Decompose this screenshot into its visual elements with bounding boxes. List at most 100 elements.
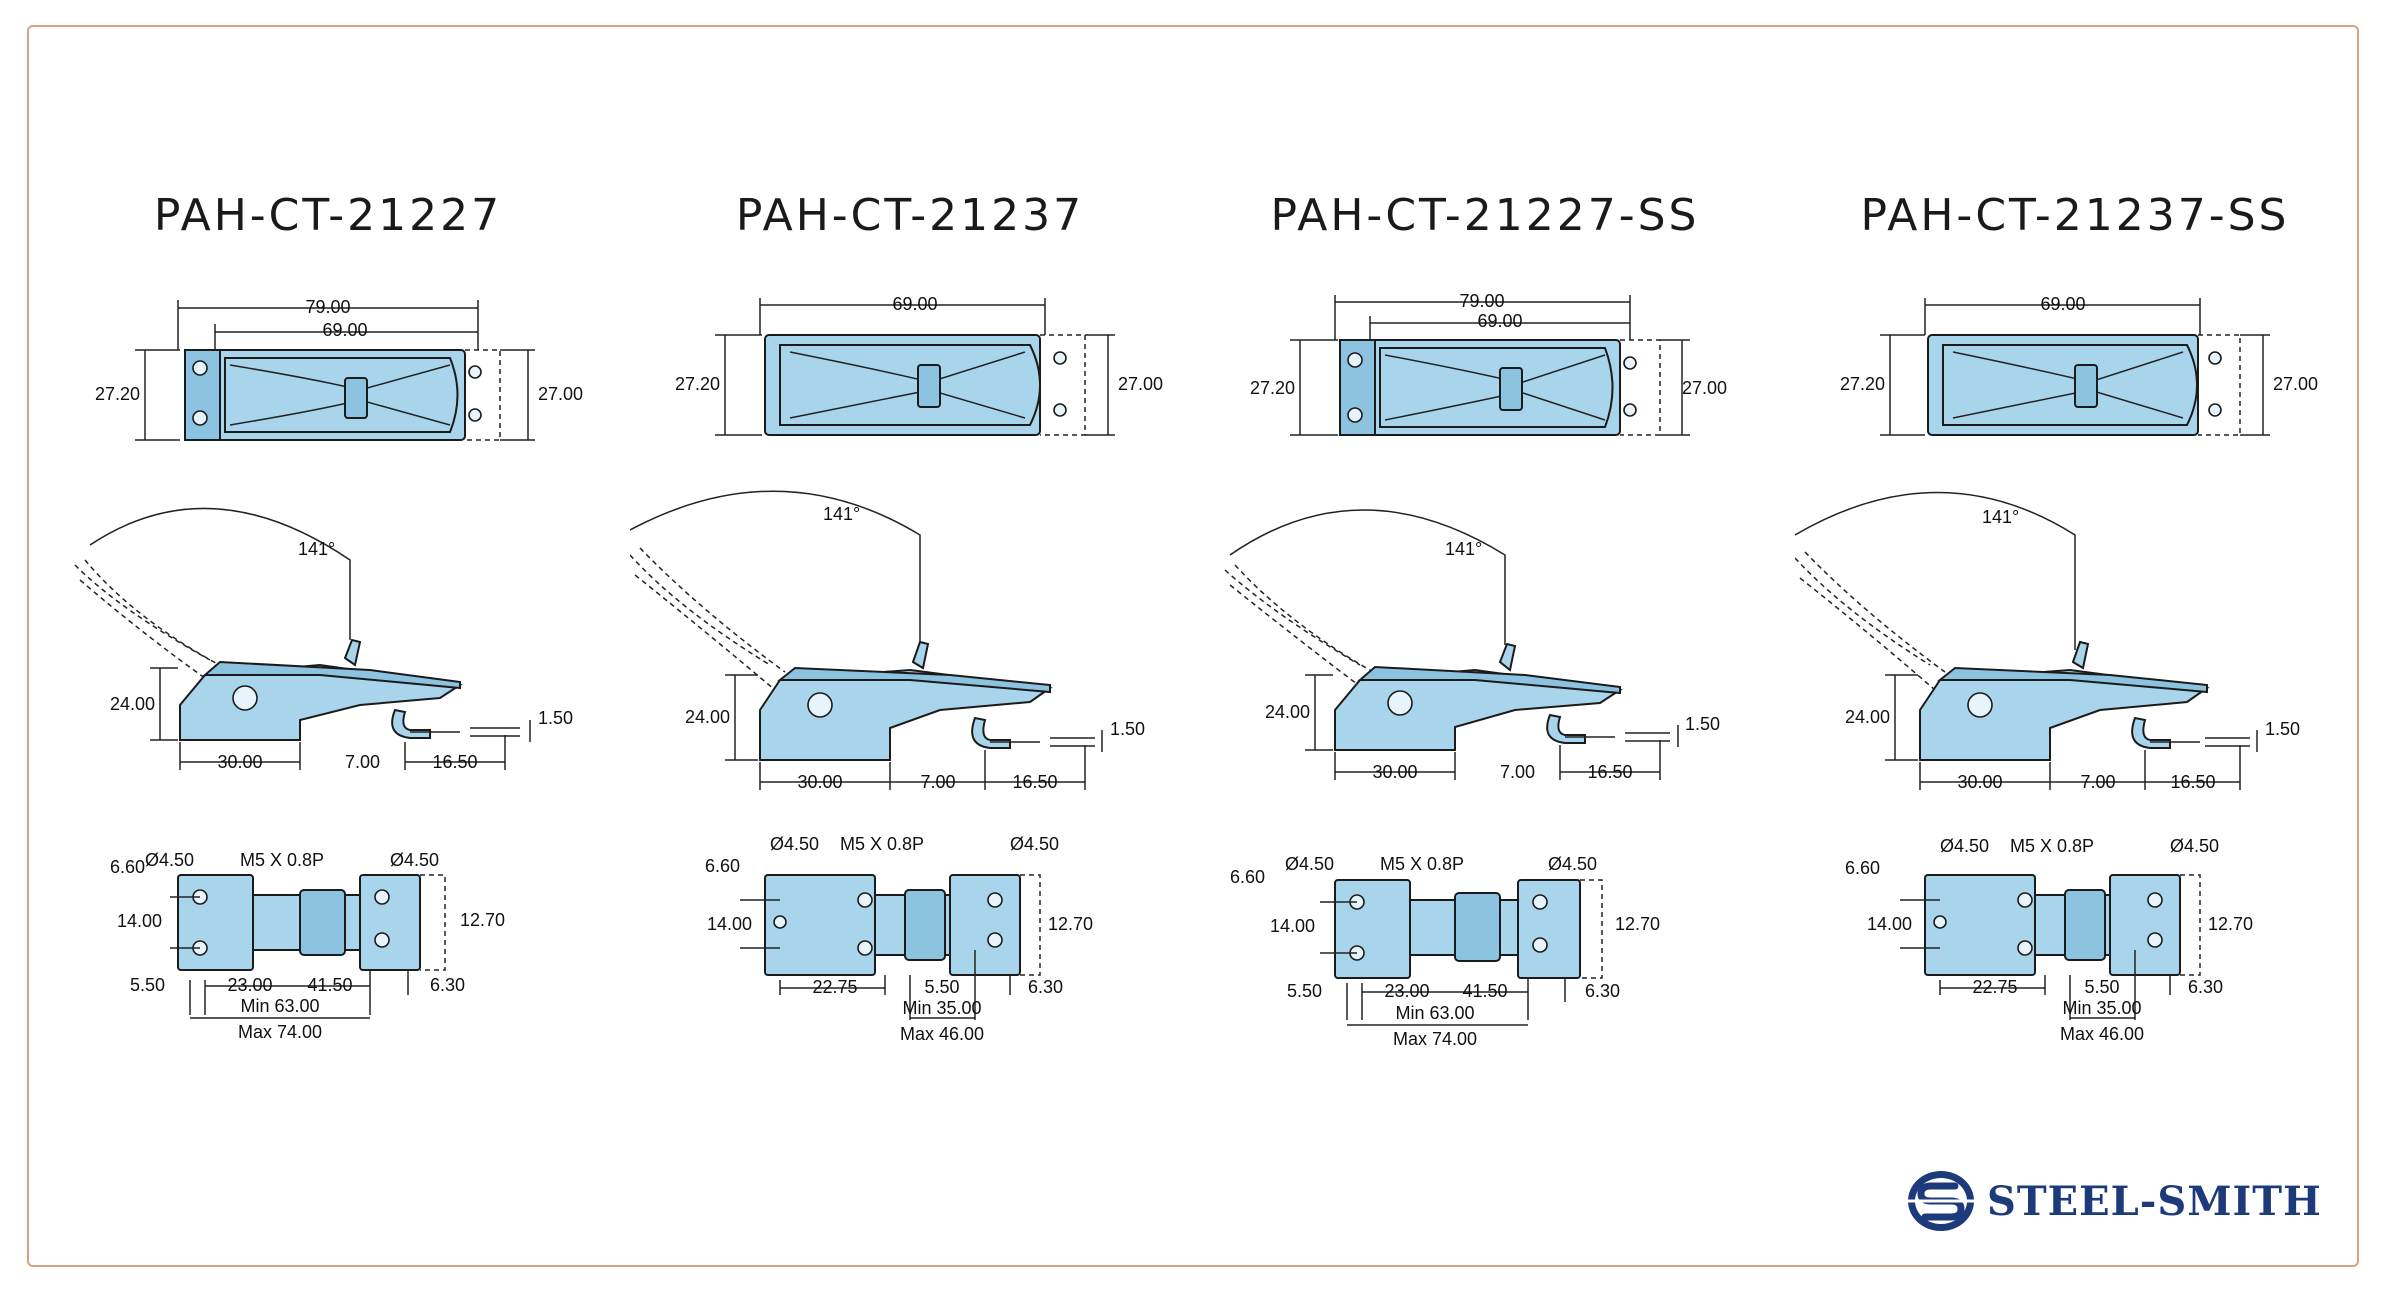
dim-thickness: 1.50 xyxy=(1685,714,1720,734)
dim-overall-width: 79.00 xyxy=(305,297,350,317)
dim-keeper-pitch: 12.70 xyxy=(2208,914,2253,934)
dim-max-length: Max 74.00 xyxy=(238,1022,322,1042)
dim-max-length: Max 74.00 xyxy=(1393,1029,1477,1049)
dim-span-b: 41.50 xyxy=(307,975,352,995)
dim-overall-width: 79.00 xyxy=(1459,291,1504,311)
top-view: 79.00 69.00 27.20 27.00 xyxy=(1250,291,1727,436)
dim-base: 30.00 xyxy=(217,752,262,772)
dim-gap: 7.00 xyxy=(920,772,955,792)
dim-keeper-pitch: 12.70 xyxy=(460,910,505,930)
dim-gap: 7.00 xyxy=(1500,762,1535,782)
dim-height: 24.00 xyxy=(110,694,155,714)
bottom-view: Ø4.50 M5 X 0.8P Ø4.50 6.60 14.00 12.70 2… xyxy=(1845,836,2253,1044)
dim-screw: M5 X 0.8P xyxy=(240,850,324,870)
dim-height: 24.00 xyxy=(1265,702,1310,722)
bottom-view: Ø4.50 M5 X 0.8P Ø4.50 6.60 14.00 12.70 2… xyxy=(705,834,1093,1044)
dim-keeper-edge: 6.30 xyxy=(430,975,465,995)
dim-offset-top: 6.60 xyxy=(1845,858,1880,878)
dim-body-width: 69.00 xyxy=(1477,311,1522,331)
dim-offset-top: 6.60 xyxy=(1230,867,1265,887)
dim-min-length: Min 35.00 xyxy=(902,998,981,1018)
drawing-frame xyxy=(27,25,2359,1267)
dim-span-b: 41.50 xyxy=(1462,981,1507,1001)
bottom-view: Ø4.50 M5 X 0.8P Ø4.50 6.60 14.00 12.70 5… xyxy=(110,850,505,1042)
dim-offset-top: 6.60 xyxy=(705,856,740,876)
variant-title-3: PAH-CT-21227-SS xyxy=(1270,190,1700,241)
dim-span-a: 22.75 xyxy=(1972,977,2017,997)
dim-keeper-edge: 6.30 xyxy=(1028,977,1063,997)
dim-hole-pitch: 14.00 xyxy=(707,914,752,934)
dim-keeper-pitch: 12.70 xyxy=(1048,914,1093,934)
dim-open-angle: 141° xyxy=(823,504,860,524)
dim-open-angle: 141° xyxy=(298,539,335,559)
dim-span-b: 5.50 xyxy=(2084,977,2119,997)
drawing-column-2: 69.00 27.20 27.00 141° 24.00 30.00 7.00 xyxy=(630,290,1190,1140)
dim-gap: 7.00 xyxy=(345,752,380,772)
drawing-column-3: 79.00 69.00 27.20 27.00 141° 24.00 xyxy=(1220,290,1780,1140)
dim-thickness: 1.50 xyxy=(538,708,573,728)
dim-min-length: Min 63.00 xyxy=(1395,1003,1474,1023)
dim-hole-right: Ø4.50 xyxy=(1548,854,1597,874)
dim-span-a: 23.00 xyxy=(227,975,272,995)
dim-left-height: 27.20 xyxy=(675,374,720,394)
dim-left-height: 27.20 xyxy=(1250,378,1295,398)
dim-screw: M5 X 0.8P xyxy=(2010,836,2094,856)
latch-drawing-2: 69.00 27.20 27.00 141° 24.00 30.00 7.00 xyxy=(630,294,1163,1044)
side-view: 141° 24.00 30.00 7.00 16.50 1.50 xyxy=(1795,491,2300,792)
dim-base: 30.00 xyxy=(1957,772,2002,792)
dim-base: 30.00 xyxy=(1372,762,1417,782)
dim-hook: 16.50 xyxy=(2170,772,2215,792)
dim-hole-left: Ø4.50 xyxy=(1940,836,1989,856)
dim-height: 24.00 xyxy=(685,707,730,727)
dim-height: 24.00 xyxy=(1845,707,1890,727)
dim-hole-right: Ø4.50 xyxy=(1010,834,1059,854)
top-view: 79.00 69.00 27.20 27.00 xyxy=(95,297,583,441)
dim-hole-right: Ø4.50 xyxy=(390,850,439,870)
dim-min-length: Min 63.00 xyxy=(240,996,319,1016)
latch-drawing-1: 79.00 69.00 27.20 27.00 141° 24.00 xyxy=(74,297,583,1042)
dim-max-length: Max 46.00 xyxy=(2060,1024,2144,1044)
variant-title-1: PAH-CT-21227 xyxy=(153,190,503,241)
dim-open-angle: 141° xyxy=(1445,539,1482,559)
dim-hole-pitch: 14.00 xyxy=(1867,914,1912,934)
dim-keeper-edge: 6.30 xyxy=(2188,977,2223,997)
latch-drawing-4: 69.00 27.20 27.00 141° 24.00 30.00 7.00 xyxy=(1795,294,2318,1044)
dim-right-height: 27.00 xyxy=(538,384,583,404)
dim-thickness: 1.50 xyxy=(2265,719,2300,739)
dim-thickness: 1.50 xyxy=(1110,719,1145,739)
dim-max-length: Max 46.00 xyxy=(900,1024,984,1044)
dim-left-height: 27.20 xyxy=(95,384,140,404)
top-view: 69.00 27.20 27.00 xyxy=(675,294,1163,436)
dim-hook: 16.50 xyxy=(1587,762,1632,782)
dim-overall-width: 69.00 xyxy=(2040,294,2085,314)
steel-smith-s-logo-icon xyxy=(1907,1171,1975,1231)
dim-offset-top: 6.60 xyxy=(110,857,145,877)
side-view: 141° 24.00 30.00 7.00 16.50 1.50 xyxy=(74,507,573,772)
side-view: 141° 24.00 30.00 7.00 16.50 1.50 xyxy=(630,490,1145,792)
dim-hole-left: Ø4.50 xyxy=(145,850,194,870)
dim-base: 30.00 xyxy=(797,772,842,792)
dim-span-a: 22.75 xyxy=(812,977,857,997)
steel-smith-logo: STEEL-SMITH xyxy=(1905,1168,2322,1234)
dim-body-width: 69.00 xyxy=(322,320,367,340)
dim-hole-pitch: 14.00 xyxy=(1270,916,1315,936)
dim-hole-left: Ø4.50 xyxy=(770,834,819,854)
dim-min-length: Min 35.00 xyxy=(2062,998,2141,1018)
top-view: 69.00 27.20 27.00 xyxy=(1840,294,2318,436)
side-view: 141° 24.00 30.00 7.00 16.50 1.50 xyxy=(1224,509,1720,782)
dim-left-height: 27.20 xyxy=(1840,374,1885,394)
drawing-column-4: 69.00 27.20 27.00 141° 24.00 30.00 7.00 xyxy=(1795,290,2355,1140)
latch-drawing-3: 79.00 69.00 27.20 27.00 141° 24.00 xyxy=(1224,291,1727,1049)
dim-right-height: 27.00 xyxy=(1118,374,1163,394)
dim-keeper-pitch: 12.70 xyxy=(1615,914,1660,934)
bottom-view: Ø4.50 M5 X 0.8P Ø4.50 6.60 14.00 12.70 5… xyxy=(1230,854,1660,1049)
dim-right-height: 27.00 xyxy=(2273,374,2318,394)
dim-span-b: 5.50 xyxy=(924,977,959,997)
brand-name: STEEL-SMITH xyxy=(1987,1177,2322,1225)
dim-span-a: 23.00 xyxy=(1384,981,1429,1001)
dim-keeper-edge: 6.30 xyxy=(1585,981,1620,1001)
dim-hole-right: Ø4.50 xyxy=(2170,836,2219,856)
dim-hole-pitch: 14.00 xyxy=(117,911,162,931)
dim-hook: 16.50 xyxy=(1012,772,1057,792)
dim-gap: 7.00 xyxy=(2080,772,2115,792)
